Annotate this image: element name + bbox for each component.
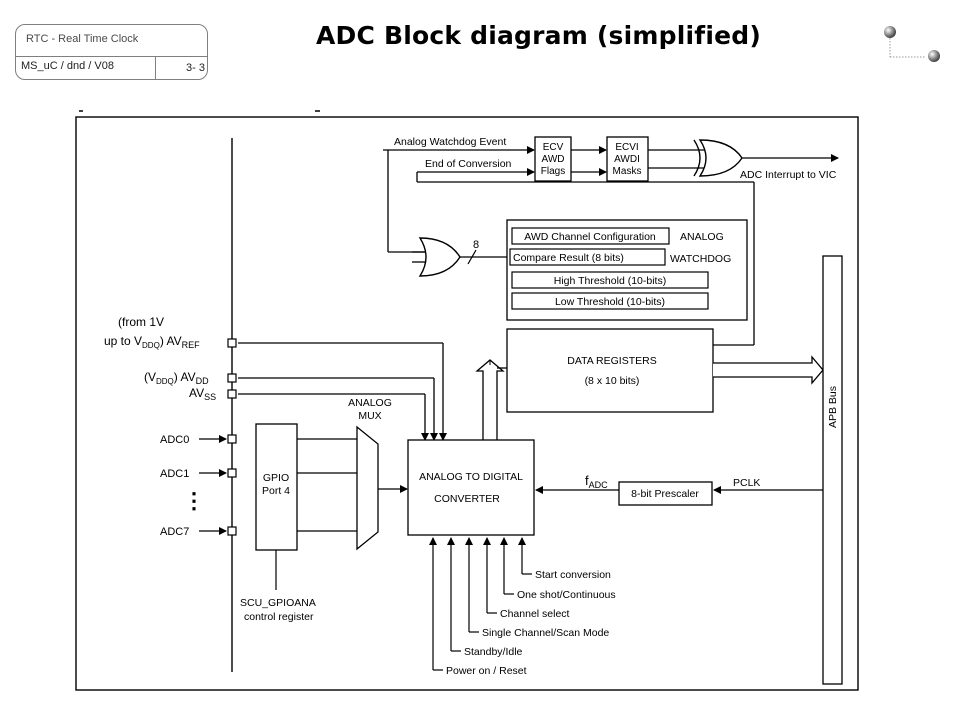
ecv-line-1: ECV: [543, 142, 564, 153]
avdd-pin-sub: DD: [196, 376, 209, 386]
data-registers-size: (8 x 10 bits): [585, 375, 640, 387]
author-version: MS_uC / dnd / V08: [21, 60, 114, 72]
ecvi-awdi-masks-box: [606, 136, 649, 182]
interrupt-label: ADC Interrupt to VIC: [740, 169, 837, 181]
ecvi-line-1: ECVI: [615, 142, 638, 153]
compare-result-label: Compare Result (8 bits): [513, 252, 624, 264]
adc1-label: ADC1: [160, 468, 189, 480]
badge-divider: [16, 56, 207, 57]
apb-bus-label: APB Bus: [827, 386, 839, 428]
gpio-label-1: GPIO: [263, 472, 289, 484]
interrupt-or-gate-back: [693, 139, 701, 177]
avss-pin: [227, 389, 237, 399]
avdd-label: (VDDQ) AVDD: [144, 370, 209, 386]
mux-label-2: MUX: [358, 410, 381, 422]
eoc-label: End of Conversion: [425, 158, 512, 170]
fadc-pre: f: [585, 473, 589, 488]
interrupt-or-gate: [698, 139, 743, 177]
control-channel-select: Channel select: [500, 608, 570, 620]
adc7-pin: [227, 526, 237, 536]
avdd-sub: DDQ: [156, 377, 174, 386]
watchdog-or-gate: [418, 237, 461, 277]
adc-converter-block: [407, 439, 535, 536]
adc7-label: ADC7: [160, 526, 189, 538]
course-title: RTC - Real Time Clock: [26, 33, 139, 45]
avdd-pin: [227, 373, 237, 383]
gpio-label-2: Port 4: [262, 485, 290, 497]
control-standby: Standby/Idle: [464, 646, 523, 658]
control-scan-mode: Single Channel/Scan Mode: [482, 627, 609, 639]
converter-to-registers-arrow: [475, 359, 505, 440]
avdd-pre: (V: [144, 370, 156, 384]
badge-divider-vertical: [155, 56, 156, 79]
control-start-conversion: Start conversion: [535, 569, 611, 581]
avref-sub: DDQ: [142, 341, 160, 350]
avref-label-2: up to VDDQ) AVREF: [104, 334, 200, 350]
avss-label: AVSS: [189, 386, 216, 402]
watchdog-label-1: ANALOG: [680, 231, 724, 243]
adc0-pin: [227, 434, 237, 444]
registers-to-apb-arrow: [713, 355, 824, 385]
bus-width-label: 8: [473, 239, 479, 251]
apb-bus: [822, 255, 843, 685]
watchdog-event-label: Analog Watchdog Event: [394, 136, 506, 148]
course-badge: RTC - Real Time Clock MS_uC / dnd / V08 …: [15, 24, 208, 80]
adc1-pin: [227, 468, 237, 478]
high-threshold-box: [511, 271, 709, 289]
decorative-nodes-icon: [884, 26, 940, 62]
gpio-port4-block: [255, 423, 298, 551]
page-title: ADC Block diagram (simplified): [316, 21, 761, 50]
bus-slash: [467, 249, 477, 265]
adc0-label: ADC0: [160, 434, 189, 446]
ecvi-line-2: AWDI: [614, 154, 640, 165]
avref-pre: up to V: [104, 334, 142, 348]
page-number: 3- 3: [186, 62, 205, 74]
diagram-frame: [75, 116, 859, 691]
low-threshold-label: Low Threshold (10-bits): [555, 296, 665, 308]
adc-ellipsis: ⋮: [183, 488, 205, 513]
fadc-sub: ADC: [589, 480, 609, 490]
avss-pre: AV: [189, 386, 204, 400]
watchdog-label-2: WATCHDOG: [670, 253, 731, 265]
ecv-line-2: AWD: [542, 154, 565, 165]
fadc-label: fADC: [585, 473, 608, 490]
control-oneshot: One shot/Continuous: [517, 589, 616, 601]
high-threshold-label: High Threshold (10-bits): [554, 275, 666, 287]
mux-label-1: ANALOG: [348, 397, 392, 409]
prescaler-label: 8-bit Prescaler: [631, 488, 699, 500]
scu-label-2: control register: [244, 611, 314, 623]
awd-config-box: [511, 227, 670, 245]
avdd-post: ) AV: [174, 370, 196, 384]
compare-result-box: [509, 248, 666, 266]
control-signals: [429, 537, 532, 671]
pclk-label: PCLK: [733, 477, 760, 489]
ecvi-line-3: Masks: [613, 166, 642, 177]
avref-label-1: (from 1V: [118, 315, 164, 329]
ecv-line-3: Flags: [541, 166, 565, 177]
converter-label-2: CONVERTER: [434, 493, 500, 505]
control-power-on: Power on / Reset: [446, 665, 527, 677]
data-registers-block: [506, 328, 714, 413]
data-registers-title: DATA REGISTERS: [567, 355, 656, 367]
avref-pin: [227, 338, 237, 348]
analog-mux: [356, 425, 379, 551]
converter-label-1: ANALOG TO DIGITAL: [419, 471, 523, 483]
avss-sub: SS: [204, 392, 216, 402]
scu-label-1: SCU_GPIOANA: [240, 597, 316, 609]
low-threshold-box: [511, 292, 709, 310]
avref-post: ) AV: [160, 334, 182, 348]
prescaler-block: [618, 481, 713, 506]
avref-pin-sub: REF: [182, 340, 201, 350]
ecv-awd-flags-box: [534, 136, 572, 182]
awd-config-label: AWD Channel Configuration: [524, 231, 656, 243]
